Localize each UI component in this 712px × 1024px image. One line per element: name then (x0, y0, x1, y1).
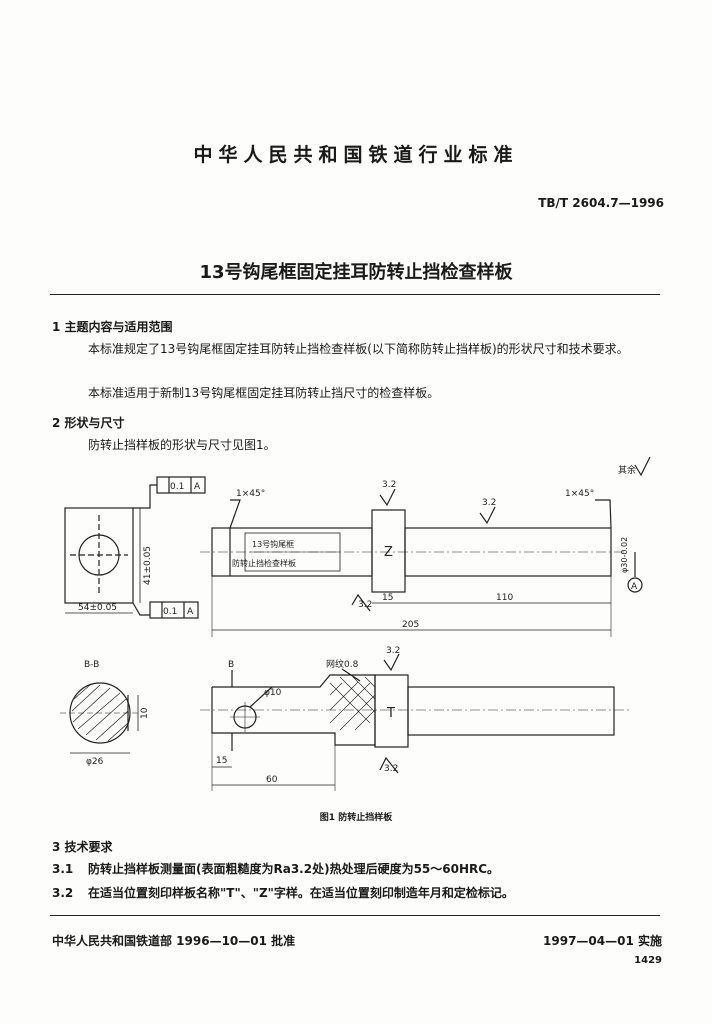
label-chamfer-left: 1×45° (236, 489, 265, 499)
section1-paragraph1-text: 本标准规定了13号钩尾框固定挂耳防转止挡检查样板(以下简称防转止挡样板)的形状尺… (88, 342, 629, 356)
label-datum-top: A (194, 482, 201, 492)
label-dia-26: φ26 (86, 757, 104, 767)
label-mark-t: T (386, 706, 395, 721)
section3-item2-text: 在适当位置刻印样板名称"T"、"Z"字样。在适当位置刻印制造年月和定检标记。 (88, 886, 514, 900)
label-dim-205: 205 (402, 620, 419, 630)
label-datum-bottom: A (187, 607, 194, 617)
document-title: 13号钩尾框固定挂耳防转止挡检查样板 (199, 262, 513, 283)
flatness-frame-top (156, 476, 206, 494)
section1-paragraph2-text: 本标准适用于新制13号钩尾框固定挂耳防转止挡尺寸的检查样板。 (88, 386, 440, 400)
section3-item1-number: 3.1 (52, 862, 74, 876)
section3-item1-text: 防转止挡样板测量面(表面粗糙度为Ra3.2处)热处理后硬度为55～60HRC。 (88, 862, 500, 876)
label-dim-54: 54±0.05 (78, 603, 117, 613)
page-number: 1429 (634, 955, 662, 966)
figure-caption: 图1 防转止挡样板 (319, 813, 393, 823)
section2-paragraph1: 防转止挡样板的形状与尺寸见图1。 (52, 434, 662, 456)
label-dim-15: 15 (382, 593, 393, 603)
label-dim-60: 60 (266, 775, 278, 785)
label-roughness-bottom: 3.2 (384, 764, 398, 774)
figure-drawing: 其余 0.1 A 0.1 A 41±0.05 54±0.05 1×45° 1×4… (60, 456, 651, 791)
label-roughness-top: 3.2 (382, 480, 396, 490)
shaft-lower-right (407, 686, 615, 736)
section1-heading: 1 主题内容与适用范围 (52, 320, 173, 334)
label-dim-110: 110 (496, 593, 513, 603)
footer-issued: 中华人民共和国铁道部 1996—10—01 批准 (52, 934, 296, 948)
label-dia-30: φ30-0.02 (620, 537, 629, 573)
label-section-bb: B-B (84, 660, 99, 670)
label-flatness-bottom: 0.1 (163, 607, 177, 617)
section2-heading: 2 形状与尺寸 (52, 416, 125, 430)
label-dim-10: 10 (140, 707, 150, 719)
flatness-frame-bottom (149, 601, 199, 619)
section1-paragraph2: 本标准适用于新制13号钩尾框固定挂耳防转止挡尺寸的检查样板。 (52, 382, 662, 404)
label-dim-41: 41±0.05 (143, 546, 153, 585)
label-roughness-mid: 3.2 (482, 498, 496, 508)
label-dia-10: φ10 (264, 688, 282, 698)
label-roughness-t-top: 3.2 (386, 646, 400, 656)
label-chamfer-right: 1×45° (565, 489, 594, 499)
section2-paragraph1-text: 防转止挡样板的形状与尺寸见图1。 (88, 438, 276, 452)
standard-number: TB/T 2604.7—1996 (538, 196, 664, 210)
footer-rule (50, 915, 660, 916)
section3-heading: 3 技术要求 (52, 840, 113, 854)
label-engrave-line1: 13号钩尾框 (252, 539, 294, 549)
title-rule (50, 294, 660, 295)
label-knurl: 网纹0.8 (326, 658, 359, 670)
label-rest-roughness: 其余 (618, 464, 636, 476)
rest-roughness-symbol (634, 456, 651, 477)
label-datum-a: A (631, 582, 638, 592)
label-roughness-low: 3.2 (358, 600, 372, 610)
datum-a-circle (627, 577, 643, 593)
label-flatness-top: 0.1 (170, 482, 184, 492)
label-dim-15b: 15 (216, 756, 227, 766)
section3-item2: 3.2 在适当位置刻印样板名称"T"、"Z"字样。在适当位置刻印制造年月和定检标记… (52, 882, 662, 904)
footer-effective: 1997—04—01 实施 (543, 934, 662, 948)
label-engrave-line2: 防转止挡检查样板 (232, 558, 296, 568)
section1-paragraph1: 本标准规定了13号钩尾框固定挂耳防转止挡检查样板(以下简称防转止挡样板)的形状尺… (52, 338, 662, 360)
square-view-outline (64, 507, 134, 604)
section3-item2-number: 3.2 (52, 886, 74, 900)
label-mark-z: Z (384, 545, 393, 560)
section3-item1: 3.1 防转止挡样板测量面(表面粗糙度为Ra3.2处)热处理后硬度为55～60HR… (52, 858, 662, 880)
label-section-b: B (228, 660, 234, 670)
organization-title: 中华人民共和国铁道行业标准 (193, 144, 519, 166)
